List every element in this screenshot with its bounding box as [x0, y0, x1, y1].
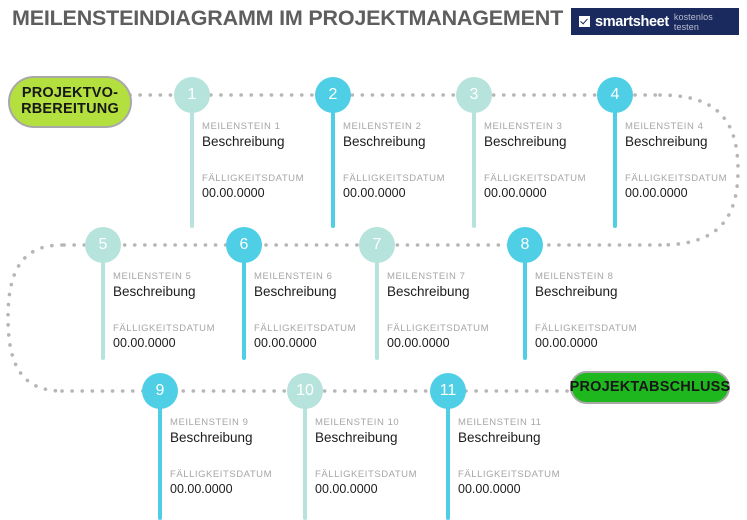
milestone-date-label: FÄLLIGKEITSDATUM — [625, 172, 728, 184]
milestone-label: MEILENSTEIN 10 — [315, 417, 400, 428]
milestone-number-badge[interactable]: 8 — [507, 227, 543, 263]
milestone-date-value: 00.00.0000 — [535, 336, 598, 351]
milestone-date-value: 00.00.0000 — [625, 186, 688, 201]
milestone-number-badge[interactable]: 6 — [226, 227, 262, 263]
milestone-description: Beschreibung — [343, 134, 426, 150]
milestone-label: MEILENSTEIN 11 — [458, 417, 542, 428]
milestone-date-value: 00.00.0000 — [113, 336, 176, 351]
milestone-label: MEILENSTEIN 6 — [254, 271, 333, 282]
milestone-label: MEILENSTEIN 4 — [625, 121, 704, 132]
milestone-description: Beschreibung — [458, 430, 541, 446]
milestone-stem — [472, 95, 476, 228]
milestone-description: Beschreibung — [387, 284, 470, 300]
milestone-date-label: FÄLLIGKEITSDATUM — [484, 172, 587, 184]
milestone-description: Beschreibung — [170, 430, 253, 446]
milestone-label: MEILENSTEIN 8 — [535, 271, 614, 282]
milestone-date-value: 00.00.0000 — [254, 336, 317, 351]
header: MEILENSTEINDIAGRAMM IM PROJEKTMANAGEMENT… — [0, 0, 747, 50]
milestone-date-value: 00.00.0000 — [170, 482, 233, 497]
milestone-number-badge[interactable]: 7 — [359, 227, 395, 263]
milestone-description: Beschreibung — [484, 134, 567, 150]
milestone-label: MEILENSTEIN 2 — [343, 121, 422, 132]
stage-badge-project-completion[interactable]: PROJEKTABSCHLUSS — [570, 371, 730, 404]
brand-name: smartsheet — [595, 13, 669, 30]
milestone-number-badge[interactable]: 11 — [430, 373, 466, 409]
milestone-label: MEILENSTEIN 9 — [170, 417, 249, 428]
milestone-stem — [446, 391, 450, 520]
milestone-date-label: FÄLLIGKEITSDATUM — [315, 468, 418, 480]
milestone-stem — [303, 391, 307, 520]
milestone-stem — [523, 245, 527, 360]
milestone-number-badge[interactable]: 2 — [315, 77, 351, 113]
milestone-number-badge[interactable]: 1 — [174, 77, 210, 113]
milestone-label: MEILENSTEIN 5 — [113, 271, 192, 282]
checkbox-check-icon — [579, 16, 590, 27]
milestone-label: MEILENSTEIN 1 — [202, 121, 281, 132]
milestone-description: Beschreibung — [535, 284, 618, 300]
milestone-number-badge[interactable]: 3 — [456, 77, 492, 113]
smartsheet-brand-badge[interactable]: smartsheet kostenlos testen — [571, 8, 739, 35]
milestone-description: Beschreibung — [625, 134, 708, 150]
milestone-date-label: FÄLLIGKEITSDATUM — [535, 322, 638, 334]
milestone-description: Beschreibung — [113, 284, 196, 300]
milestone-stem — [158, 391, 162, 520]
milestone-stem — [331, 95, 335, 228]
milestone-date-label: FÄLLIGKEITSDATUM — [113, 322, 216, 334]
milestone-date-value: 00.00.0000 — [343, 186, 406, 201]
milestone-stem — [101, 245, 105, 360]
stage-start-line2: RBEREITUNG — [21, 101, 119, 117]
milestone-description: Beschreibung — [254, 284, 337, 300]
milestone-number-badge[interactable]: 4 — [597, 77, 633, 113]
stage-start-line1: PROJEKTVO- — [21, 85, 119, 102]
milestone-date-label: FÄLLIGKEITSDATUM — [254, 322, 357, 334]
milestone-date-label: FÄLLIGKEITSDATUM — [170, 468, 273, 480]
milestone-date-value: 00.00.0000 — [202, 186, 265, 201]
milestone-stem — [613, 95, 617, 228]
milestone-label: MEILENSTEIN 7 — [387, 271, 466, 282]
milestone-number-badge[interactable]: 9 — [142, 373, 178, 409]
milestone-label: MEILENSTEIN 3 — [484, 121, 563, 132]
milestone-stem — [375, 245, 379, 360]
brand-tagline: kostenlos testen — [673, 11, 713, 32]
milestone-date-label: FÄLLIGKEITSDATUM — [387, 322, 490, 334]
milestone-description: Beschreibung — [202, 134, 285, 150]
milestone-date-label: FÄLLIGKEITSDATUM — [458, 468, 561, 480]
milestone-date-value: 00.00.0000 — [315, 482, 378, 497]
track-left-curve — [6, 243, 64, 393]
stage-badge-project-preparation[interactable]: PROJEKTVO- RBEREITUNG — [8, 76, 132, 128]
page-title: MEILENSTEINDIAGRAMM IM PROJEKTMANAGEMENT — [12, 6, 564, 30]
milestone-date-value: 00.00.0000 — [484, 186, 547, 201]
milestone-stem — [242, 245, 246, 360]
milestone-date-value: 00.00.0000 — [458, 482, 521, 497]
milestone-date-label: FÄLLIGKEITSDATUM — [343, 172, 446, 184]
milestone-stem — [190, 95, 194, 228]
milestone-number-badge[interactable]: 5 — [85, 227, 121, 263]
milestone-date-value: 00.00.0000 — [387, 336, 450, 351]
milestone-number-badge[interactable]: 10 — [287, 373, 323, 409]
milestone-date-label: FÄLLIGKEITSDATUM — [202, 172, 305, 184]
milestone-description: Beschreibung — [315, 430, 398, 446]
